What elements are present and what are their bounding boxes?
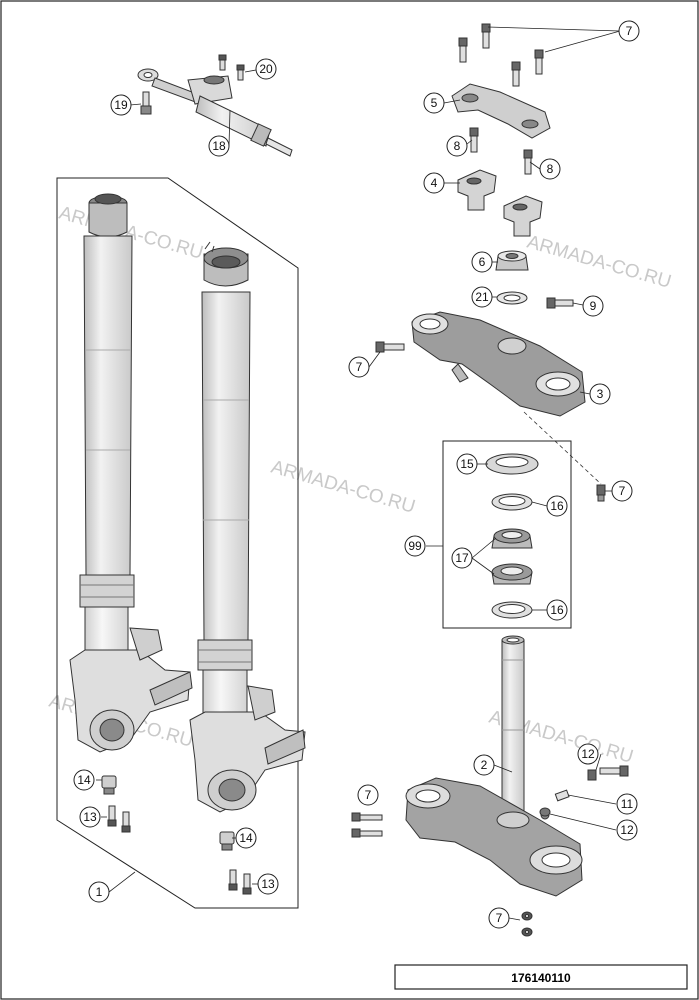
bolts-7-bottom	[521, 911, 533, 937]
damper-bolt-19	[140, 91, 152, 115]
callout-4: 4	[423, 172, 445, 194]
washer-21	[496, 291, 528, 305]
callout-7-bottom: 7	[488, 907, 510, 929]
fork-group-frame	[56, 177, 299, 909]
callout-11: 11	[616, 793, 638, 815]
leader-lines	[96, 26, 621, 921]
callout-label: 18	[212, 139, 226, 153]
callout-label: 8	[547, 162, 554, 176]
callout-label: 5	[431, 96, 438, 110]
bolts-11-12	[539, 765, 629, 817]
callout-label: 7	[365, 788, 372, 802]
callout-label: 20	[259, 62, 273, 76]
callout-label: 7	[496, 911, 503, 925]
bearing-kit-frame	[442, 440, 572, 629]
callout-1: 1	[88, 881, 110, 903]
callout-label: 6	[479, 255, 486, 269]
callout-12-top: 12	[577, 743, 599, 765]
axle-clamp-bolt-14-left	[101, 775, 117, 795]
callout-19: 19	[110, 94, 132, 116]
callout-5: 5	[423, 92, 445, 114]
callout-99: 99	[404, 535, 426, 557]
handlebar-clamp-lower-4	[457, 169, 543, 237]
lower-triple-clamp-2	[405, 635, 583, 897]
callout-label: 14	[77, 773, 91, 787]
callout-label: 16	[550, 603, 564, 617]
damper-screws-20	[218, 54, 245, 81]
callout-label: 1	[96, 885, 103, 899]
callout-label: 12	[620, 823, 634, 837]
steering-nut-6	[495, 250, 529, 271]
callout-3: 3	[589, 383, 611, 405]
callout-label: 11	[621, 797, 634, 811]
callout-9: 9	[582, 295, 604, 317]
callout-label: 13	[83, 810, 97, 824]
bolt-7-right	[596, 484, 606, 502]
diagram-code-box: 176140110	[394, 964, 688, 990]
clamp-bolts-13-left	[107, 805, 131, 833]
callout-6: 6	[471, 251, 493, 273]
callout-16-bottom: 16	[546, 599, 568, 621]
callout-label: 16	[550, 499, 564, 513]
callout-label: 15	[460, 457, 474, 471]
callout-label: 7	[356, 360, 363, 374]
watermark-text: ARMADA-CO.RU	[269, 457, 418, 518]
upper-triple-clamp-3	[411, 311, 586, 417]
callout-13-left: 13	[79, 806, 101, 828]
callout-label: 14	[239, 831, 253, 845]
callout-21: 21	[471, 286, 493, 308]
callout-7-right: 7	[611, 480, 633, 502]
callout-label: 99	[408, 539, 422, 553]
callout-label: 2	[481, 758, 488, 772]
bolts-8	[469, 127, 533, 175]
callout-13-right: 13	[257, 873, 279, 895]
leader-line-dashed	[523, 411, 602, 485]
bolts-7-top	[458, 23, 544, 87]
callout-17: 17	[451, 547, 473, 569]
bearing-kit-parts	[485, 453, 539, 619]
bolt-7-upper-clamp	[375, 341, 405, 353]
callout-label: 9	[590, 299, 597, 313]
steering-damper	[137, 68, 293, 157]
callout-7-upper-clamp: 7	[348, 356, 370, 378]
handlebar-clamp-top-5	[451, 83, 551, 139]
callout-20: 20	[255, 58, 277, 80]
fork-leg-right	[189, 241, 306, 813]
callout-14-left: 14	[73, 769, 95, 791]
callout-label: 13	[261, 877, 275, 891]
diagram-code: 176140110	[511, 971, 571, 985]
callout-label: 17	[455, 551, 469, 565]
bolts-7-lower-clamp	[351, 812, 383, 838]
fork-leg-left	[69, 193, 193, 753]
callout-label: 4	[431, 176, 438, 190]
bolt-9	[546, 297, 574, 309]
callout-15: 15	[456, 453, 478, 475]
callout-14-right: 14	[235, 827, 257, 849]
callout-label: 12	[581, 747, 595, 761]
callout-label: 7	[626, 24, 633, 38]
axle-clamp-bolt-14-right	[219, 831, 235, 851]
watermark-text: ARMADA-CO.RU	[525, 232, 674, 293]
callout-7-lower-clamp: 7	[357, 784, 379, 806]
callout-label: 19	[114, 98, 128, 112]
callout-8-right: 8	[539, 158, 561, 180]
callout-16-top: 16	[546, 495, 568, 517]
callout-2: 2	[473, 754, 495, 776]
clamp-bolts-13-right	[228, 869, 252, 895]
callout-8-left: 8	[446, 135, 468, 157]
callout-label: 8	[454, 139, 461, 153]
callout-label: 3	[597, 387, 604, 401]
callout-18: 18	[208, 135, 230, 157]
callout-7-top: 7	[618, 20, 640, 42]
callout-label: 21	[475, 290, 489, 304]
callout-label: 7	[619, 484, 626, 498]
callout-12-bottom: 12	[616, 819, 638, 841]
